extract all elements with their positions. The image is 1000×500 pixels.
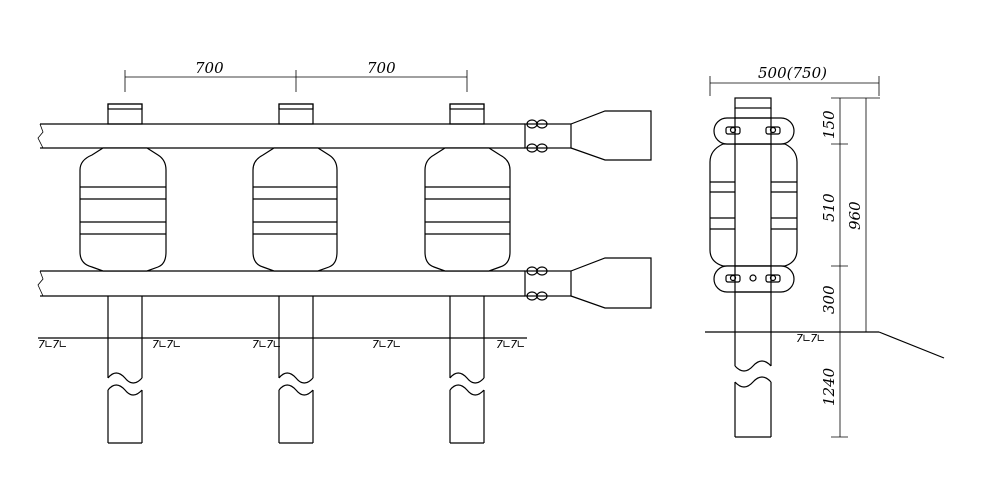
ground-mark: 7∟7∟: [372, 338, 400, 351]
dim-embed-depth: 1240: [820, 367, 838, 406]
roller-3: [424, 147, 511, 272]
width-label: 500(750): [758, 64, 827, 82]
spacing-dimension: 700 700: [124, 59, 468, 92]
side-view: 500(750): [705, 64, 945, 438]
front-view: 700 700: [37, 59, 652, 444]
side-roller: [709, 130, 798, 280]
roller-1: [79, 147, 167, 272]
ground-mark: 7∟7∟: [38, 338, 66, 351]
side-upper-rail: [713, 117, 795, 145]
ground-mark: 7∟7∟: [496, 338, 524, 351]
width-dimension: 500(750): [709, 64, 880, 96]
ground-mark: 7∟7∟: [796, 332, 824, 345]
spacing-label-right: 700: [367, 59, 396, 77]
side-ground: 7∟7∟: [705, 331, 945, 359]
post-2: [278, 103, 314, 444]
spacing-label-left: 700: [195, 59, 224, 77]
dim-ground-to-rail: 300: [820, 285, 838, 314]
post-1: [107, 103, 143, 444]
ground-line: 7∟7∟ 7∟7∟ 7∟7∟ 7∟7∟ 7∟7∟: [38, 337, 527, 351]
post-3: [449, 103, 485, 444]
ground-mark: 7∟7∟: [152, 338, 180, 351]
dim-roller-height: 510: [820, 193, 838, 222]
dim-top-offset: 150: [820, 110, 838, 139]
side-lower-rail: [713, 265, 795, 293]
roller-2: [252, 147, 338, 272]
dim-total-height: 960: [846, 201, 864, 230]
height-dimensions: 150 510 960 300 1240: [820, 97, 880, 438]
ground-mark: 7∟7∟: [252, 338, 280, 351]
